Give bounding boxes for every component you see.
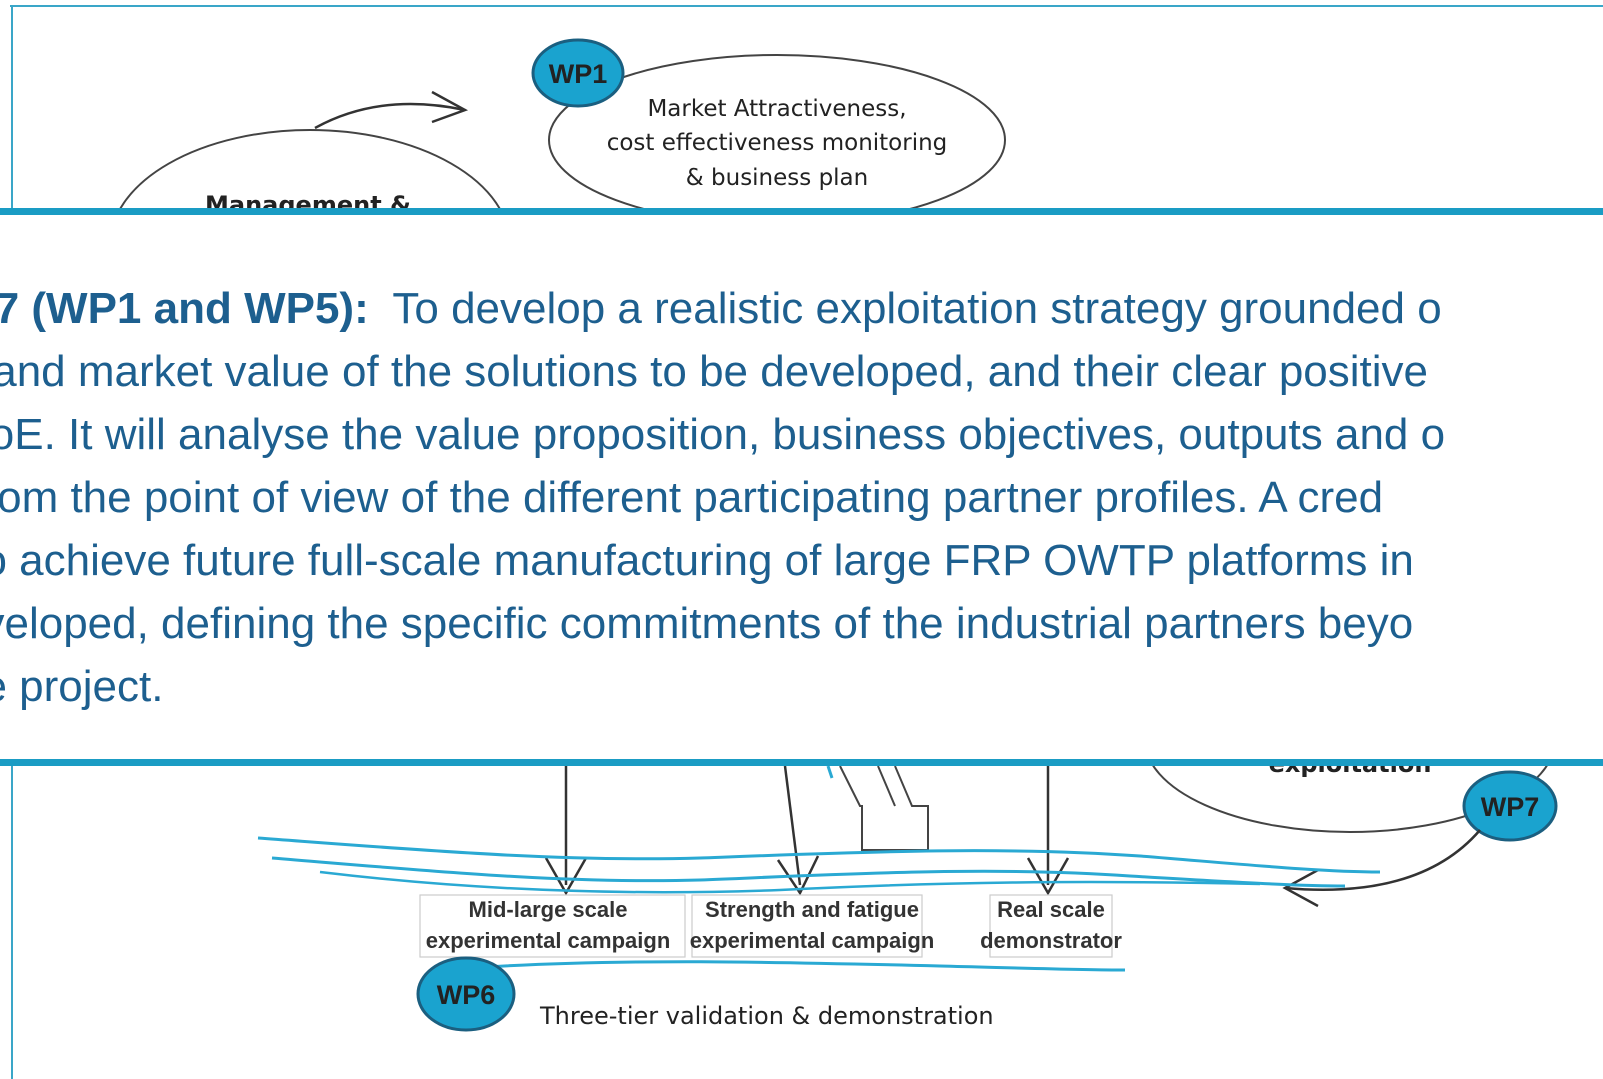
midlarge-line-1: Mid-large scale [469, 897, 628, 922]
wave-line-3 [319, 870, 1261, 894]
arrow-to-strength [783, 765, 802, 886]
wp6-badge [416, 956, 516, 1032]
objective-line-5: to achieve future full-scale manufacturi… [0, 536, 1414, 585]
wave-line-2 [271, 856, 1346, 888]
wp7-badge [1462, 770, 1558, 842]
management-to-wp1-arrow [314, 102, 466, 130]
objective-line-1-rest: To develop a realistic exploitation stra… [368, 284, 1442, 333]
arrow-to-midlarge-head [544, 857, 588, 896]
midlarge-line-2: experimental campaign [426, 928, 671, 953]
objective-line-7: he project. [0, 662, 164, 711]
wave-line-4 [469, 960, 1126, 972]
realscale-line-1: Real scale [997, 897, 1105, 922]
wp1-text-line-3: & business plan [686, 165, 868, 191]
objective-line-4: from the point of view of the different … [0, 473, 1384, 522]
wp7-badge-label: WP7 [1481, 792, 1540, 822]
validation-label: Three-tier validation & demonstration [539, 1002, 994, 1030]
objective-7-panel: e 7 (WP1 and WP5): To develop a realisti… [0, 208, 1603, 766]
wp1-text-line-1: Market Attractiveness, [647, 96, 906, 122]
arrow-to-strength-head [776, 855, 820, 896]
tower-structure-icon [839, 765, 929, 851]
wp7-to-validation-arrow [1284, 829, 1481, 891]
midlarge-box [419, 894, 686, 958]
wp1-badge-label: WP1 [549, 59, 608, 89]
objective-line-2: y and market value of the solutions to b… [0, 347, 1429, 396]
tower-blade-icon [826, 765, 834, 779]
objective-line-1: e 7 (WP1 and WP5): To develop a realisti… [0, 277, 1603, 340]
objective-7-text: e 7 (WP1 and WP5): To develop a realisti… [0, 277, 1603, 718]
realscale-line-2: demonstrator [980, 928, 1122, 953]
wp1-badge [531, 38, 625, 108]
wave-line-1 [257, 836, 1381, 874]
realscale-box [989, 894, 1113, 958]
arrow-to-realscale-head [1026, 857, 1070, 896]
strength-box [691, 894, 923, 958]
objective-line-6: eveloped, defining the specific commitme… [0, 599, 1414, 648]
strength-line-2: experimental campaign [690, 928, 935, 953]
wp6-badge-label: WP6 [437, 980, 496, 1010]
strength-line-1: Strength and fatigue [705, 897, 919, 922]
wp1-text-line-2: cost effectiveness monitoring [607, 130, 948, 156]
objective-heading: e 7 (WP1 and WP5): [0, 284, 369, 333]
management-to-wp1-arrowhead [431, 90, 469, 124]
wp7-to-validation-arrowhead [1282, 868, 1319, 908]
objective-line-3: CoE. It will analyse the value propositi… [0, 410, 1446, 459]
